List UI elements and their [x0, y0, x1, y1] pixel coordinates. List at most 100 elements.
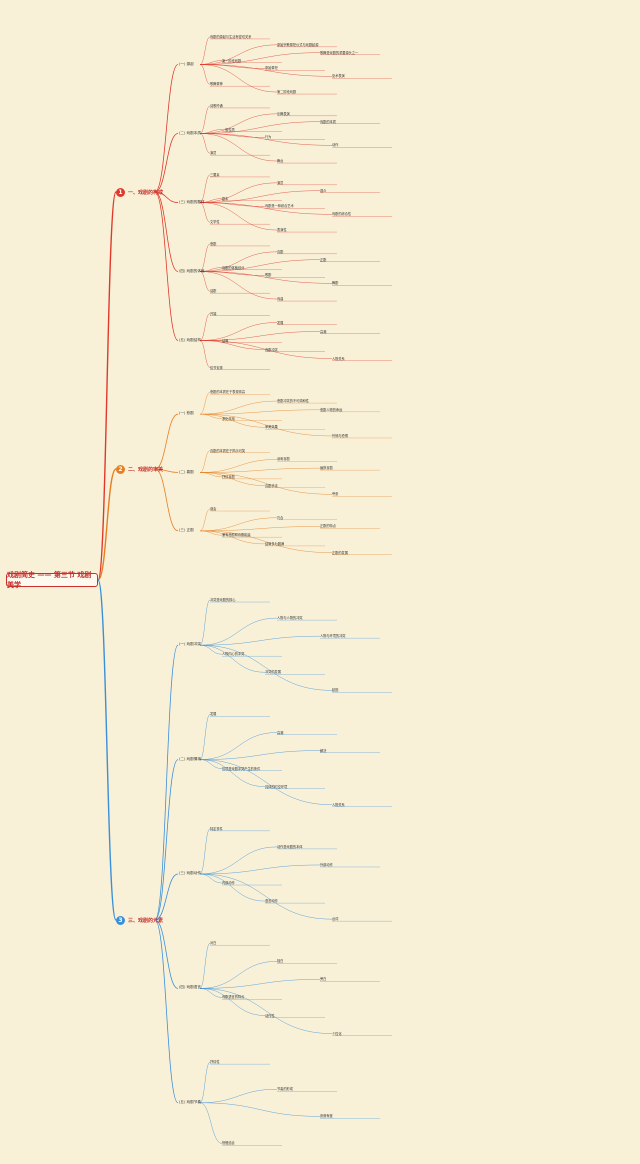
- topic-node[interactable]: 对白: [210, 941, 217, 946]
- section-node[interactable]: (五) 戏剧节奏: [179, 1099, 201, 1104]
- topic-node[interactable]: 乐舞表演: [277, 111, 290, 116]
- topic-node[interactable]: 第一阶段戏剧: [222, 58, 242, 63]
- topic-node[interactable]: 旁白: [320, 977, 327, 982]
- topic-node[interactable]: 戏剧冲突: [265, 347, 278, 352]
- topic-node[interactable]: 观众: [320, 188, 327, 193]
- topic-node[interactable]: 特定事件: [210, 826, 223, 831]
- section-node[interactable]: (一) 戏剧冲突: [179, 642, 201, 647]
- topic-node[interactable]: 喜剧: [277, 249, 284, 254]
- topic-node[interactable]: 诗歌吟诵: [210, 103, 223, 108]
- topic-node[interactable]: 正剧的发展: [332, 550, 348, 555]
- topic-node[interactable]: 独白: [277, 959, 284, 964]
- topic-node[interactable]: 台词: [332, 917, 339, 922]
- topic-node[interactable]: 动作性: [265, 1013, 275, 1018]
- topic-node[interactable]: 悲剧: [210, 241, 217, 246]
- topic-node[interactable]: 动作: [332, 143, 339, 148]
- section-node[interactable]: (四) 戏剧语言: [179, 985, 201, 990]
- topic-node[interactable]: 原始宗教祭祀仪式与戏剧起源: [277, 42, 319, 47]
- topic-node[interactable]: 净化作用: [222, 416, 235, 421]
- topic-node[interactable]: 情节安排: [210, 365, 223, 370]
- topic-node[interactable]: 抒情喜剧: [222, 474, 235, 479]
- topic-node[interactable]: 起因: [332, 688, 339, 693]
- topic-node[interactable]: 发展: [210, 712, 217, 717]
- section-node[interactable]: (一) 悲剧: [179, 411, 194, 416]
- topic-node[interactable]: 一般性质: [222, 127, 235, 132]
- topic-node[interactable]: 开端: [210, 311, 217, 316]
- topic-node[interactable]: 人物内心的冲突: [222, 652, 245, 657]
- topic-node[interactable]: 动作是戏剧的本体: [277, 844, 303, 849]
- topic-node[interactable]: 喜剧的本质在于揭示可笑: [210, 448, 246, 453]
- topic-node[interactable]: 语言动作: [265, 899, 278, 904]
- section-node[interactable]: (四) 戏剧的体裁: [179, 268, 205, 273]
- topic-node[interactable]: 张弛有度: [320, 1114, 333, 1119]
- topic-node[interactable]: 第二阶段戏剧: [277, 90, 297, 95]
- topic-node[interactable]: 夸张: [332, 492, 339, 497]
- topic-node[interactable]: 情境是戏剧冲突产生的条件: [222, 766, 261, 771]
- section-node[interactable]: (二) 喜剧: [179, 469, 194, 474]
- topic-node[interactable]: 高潮: [320, 329, 327, 334]
- topic-node[interactable]: 具体的时空环境: [265, 784, 288, 789]
- topic-node[interactable]: 悲剧冲突的不可调和性: [277, 399, 309, 404]
- topic-node[interactable]: 结局多为圆满: [265, 541, 285, 546]
- section-node[interactable]: (二) 戏剧情境: [179, 756, 201, 761]
- topic-node[interactable]: 冲突是戏剧的核心: [210, 598, 236, 603]
- section-node[interactable]: (三) 正剧: [179, 527, 194, 532]
- topic-node[interactable]: 悲剧人物的命运: [320, 407, 343, 412]
- topic-node[interactable]: 剧本: [222, 196, 229, 201]
- topic-node[interactable]: 巫术表演: [332, 74, 345, 79]
- topic-node[interactable]: 悲剧的本质在于表现崇高: [210, 390, 246, 395]
- topic-node[interactable]: 冲突的发展: [265, 670, 281, 675]
- section-node[interactable]: (二) 戏剧本质: [179, 130, 201, 135]
- topic-node[interactable]: 误会: [210, 507, 217, 512]
- topic-node[interactable]: 演员: [277, 180, 284, 185]
- topic-node[interactable]: 怜悯与恐惧: [332, 433, 348, 438]
- topic-node[interactable]: 高潮: [277, 730, 284, 735]
- topic-node[interactable]: 戏剧语言的特点: [222, 995, 245, 1000]
- topic-node[interactable]: 舞台: [277, 159, 284, 164]
- topic-node[interactable]: 行为: [265, 135, 272, 140]
- topic-node[interactable]: 人物与环境的冲突: [320, 634, 346, 639]
- topic-node[interactable]: 演员: [210, 151, 217, 156]
- root-topic[interactable]: 戏剧简史 —— 第三节 戏剧美学: [6, 571, 98, 589]
- topic-node[interactable]: 正剧: [320, 257, 327, 262]
- topic-node[interactable]: 歌剧: [265, 273, 272, 278]
- topic-node[interactable]: 兼有悲剧和喜剧因素: [222, 533, 251, 538]
- topic-node[interactable]: 巧合: [277, 515, 284, 520]
- topic-node[interactable]: 抒情性: [210, 1060, 220, 1065]
- topic-node[interactable]: 正剧的特点: [320, 524, 336, 529]
- topic-node[interactable]: 快慢结合: [222, 1141, 235, 1146]
- topic-node[interactable]: 戏剧的本质: [320, 119, 336, 124]
- topic-node[interactable]: 表演性: [277, 228, 287, 233]
- section-node[interactable]: (三) 戏剧动作: [179, 871, 201, 875]
- branch-elements[interactable]: 3 三、戏剧的元素: [116, 915, 163, 925]
- topic-node[interactable]: 个性化: [332, 1031, 342, 1036]
- branch-composition[interactable]: 1 一、戏剧的构成: [116, 187, 163, 197]
- topic-node[interactable]: 话剧: [210, 289, 217, 294]
- topic-node[interactable]: 原始祭祀: [265, 66, 278, 71]
- topic-node[interactable]: 戏剧的综合性: [332, 212, 352, 217]
- topic-node[interactable]: 解决: [320, 748, 327, 753]
- topic-node[interactable]: 幽默喜剧: [320, 466, 333, 471]
- topic-node[interactable]: 文学性: [210, 220, 220, 225]
- topic-node[interactable]: 歌舞是戏剧的重要源头之一: [320, 50, 359, 55]
- topic-node[interactable]: 审美效果: [265, 425, 278, 430]
- topic-node[interactable]: 三要素: [210, 172, 220, 177]
- topic-node[interactable]: 结局: [222, 338, 229, 343]
- branch-aesthetics[interactable]: 2 二、戏剧的审美: [116, 464, 163, 474]
- topic-node[interactable]: 人物关系: [332, 802, 345, 807]
- section-node[interactable]: (一) 源起: [179, 61, 194, 66]
- topic-node[interactable]: 戏剧的体裁划分: [222, 265, 245, 270]
- topic-node[interactable]: 喜剧手法: [265, 483, 278, 488]
- topic-node[interactable]: 舞剧: [332, 281, 339, 286]
- topic-node[interactable]: 发展: [277, 320, 284, 325]
- topic-node[interactable]: 戏剧的源起与生活有密切关系: [210, 34, 252, 39]
- section-node[interactable]: (五) 戏剧结构: [179, 337, 201, 342]
- topic-node[interactable]: 内部动作: [222, 881, 235, 886]
- topic-node[interactable]: 人物关系: [332, 356, 345, 361]
- topic-node[interactable]: 戏剧是一种综合艺术: [265, 204, 294, 209]
- topic-node[interactable]: 人物与人物的冲突: [277, 616, 303, 621]
- topic-node[interactable]: 歌舞祭神: [210, 82, 223, 87]
- section-node[interactable]: (三) 戏剧的题材: [179, 199, 205, 204]
- topic-node[interactable]: 讽刺喜剧: [277, 457, 290, 462]
- topic-node[interactable]: 外部动作: [320, 862, 333, 867]
